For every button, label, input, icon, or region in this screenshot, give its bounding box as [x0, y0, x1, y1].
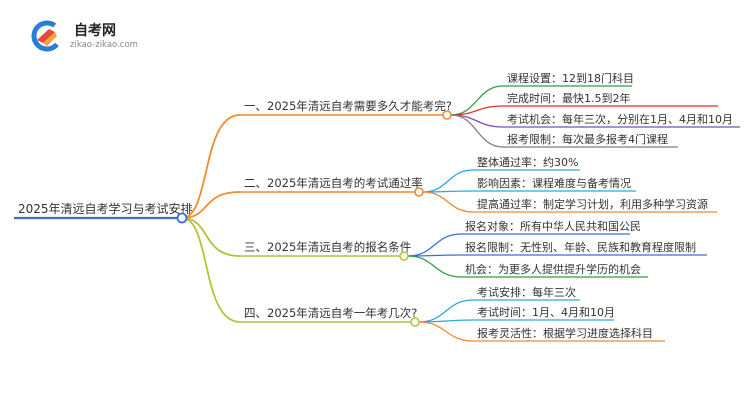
logo-title: 自考网	[74, 23, 116, 39]
branch-3-child-3-connector	[407, 255, 648, 278]
branch-2-child-3-connector	[422, 191, 717, 213]
root-node[interactable]	[176, 212, 188, 224]
branch-1-child-1-label: 课程设置：12到18门科目	[507, 71, 634, 85]
branch-4-child-3-connector	[418, 321, 665, 342]
branch-2-node[interactable]	[414, 187, 424, 197]
branch-2-child-1-label: 整体通过率：约30%	[477, 155, 578, 169]
logo-icon	[31, 20, 63, 52]
site-logo[interactable]: 自考网 zikao-zikao.com	[30, 18, 150, 54]
logo-url: zikao-zikao.com	[70, 40, 138, 50]
branch-1-connector	[181, 114, 241, 219]
branch-1-child-4-connector	[450, 114, 678, 148]
branch-4-child-3-label: 报考灵活性：根据学习进度选择科目	[477, 326, 653, 340]
branch-1-child-2-connector	[450, 105, 718, 116]
branch-3-connector	[181, 217, 241, 257]
branch-2-child-3-label: 提高通过率：制定学习计划，利用多种学习资源	[477, 197, 708, 211]
branch-2-label: 二、2025年清远自考的考试通过率	[244, 176, 423, 190]
branch-3-child-2-label: 报名限制：无性别、年龄、民族和教育程度限制	[465, 240, 696, 254]
branch-1-child-4-label: 报考限制：每次最多报考4门课程	[507, 132, 668, 146]
branch-4-child-1-connector	[418, 299, 580, 323]
branch-3-label: 三、2025年清远自考的报名条件	[244, 240, 411, 254]
branch-2-child-1-connector	[422, 169, 580, 193]
branch-4-connector	[181, 217, 241, 323]
branch-4-child-2-connector	[418, 319, 614, 323]
branch-3-node[interactable]	[399, 251, 409, 261]
branch-1-node[interactable]	[442, 110, 452, 120]
branch-4-label: 四、2025年清远自考一年考几次?	[244, 306, 417, 320]
branch-2-child-2-label: 影响因素：课程难度与备考情况	[477, 176, 631, 190]
branch-2-connector	[181, 191, 241, 219]
branch-2-child-2-connector	[422, 190, 636, 193]
root-node-label: 2025年清远自考学习与考试安排	[18, 201, 193, 216]
branch-4-child-2-label: 考试时间：1月、4月和10月	[477, 306, 615, 319]
branch-1-child-3-label: 考试机会：每年三次，分别在1月、4月和10月	[507, 112, 733, 126]
branch-3-child-1-connector	[407, 233, 630, 257]
branch-1-child-2-label: 完成时间：最快1.5到2年	[507, 91, 631, 105]
branch-1-label: 一、2025年清远自考需要多久才能考完?	[244, 99, 452, 113]
branch-4-child-1-label: 考试安排：每年三次	[477, 285, 576, 299]
branch-3-child-2-connector	[407, 254, 707, 257]
branch-3-child-1-label: 报名对象：所有中华人民共和国公民	[465, 219, 641, 233]
branch-3-child-3-label: 机会：为更多人提供提升学历的机会	[465, 262, 641, 276]
branch-4-node[interactable]	[410, 317, 420, 327]
